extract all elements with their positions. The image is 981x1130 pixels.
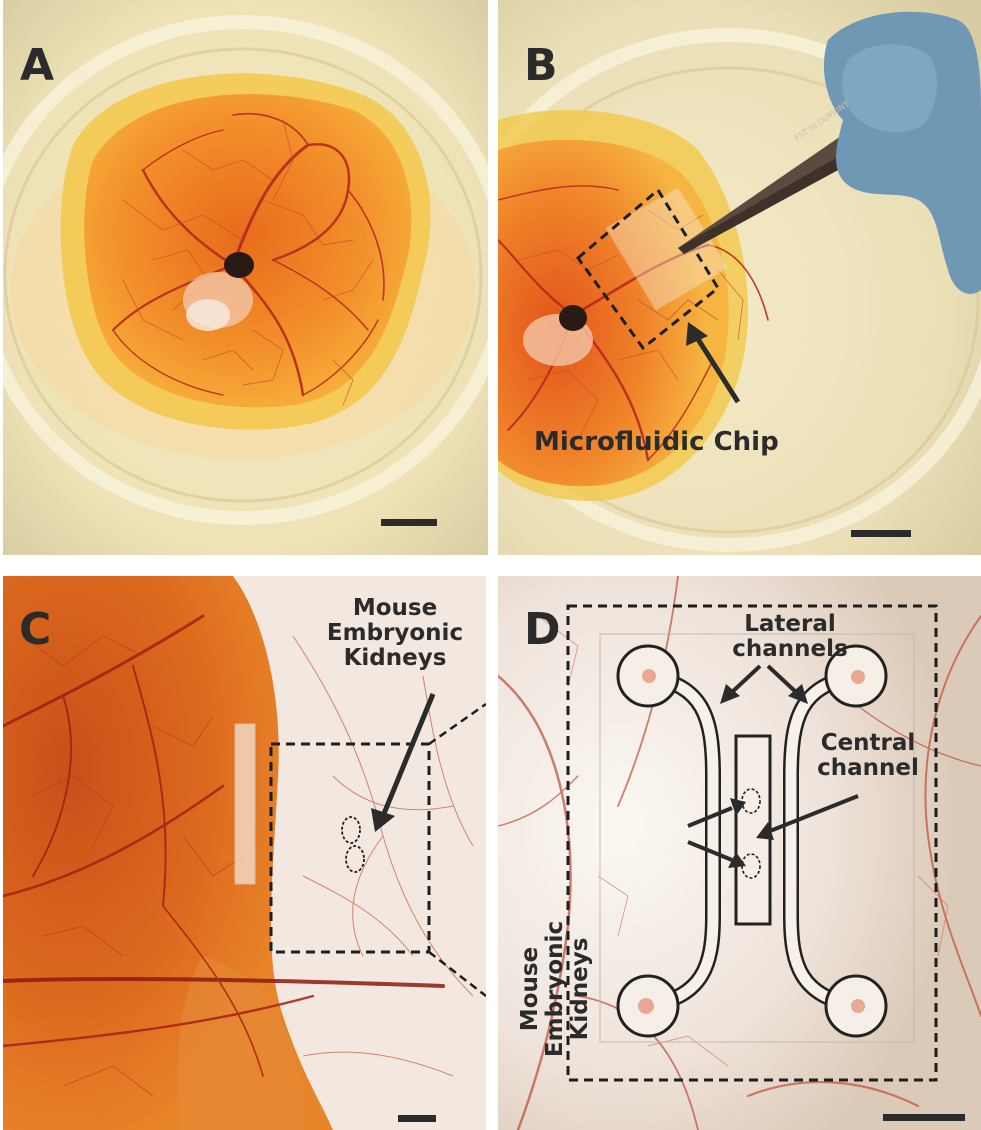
panel-d: D Lateral channels Central channel Mouse… bbox=[498, 576, 981, 1130]
panel-d-embryonic-label: Embryonic bbox=[541, 920, 568, 1058]
panel-b-image bbox=[498, 0, 981, 555]
embryonic-label: Embryonic bbox=[326, 619, 464, 646]
panel-c-image bbox=[3, 576, 486, 1130]
panel-c-scale-bar bbox=[398, 1115, 436, 1122]
panel-d-kidney-label: Mouse Embryonic Kidneys bbox=[517, 914, 593, 1064]
central-channel-label: Central channel bbox=[798, 731, 938, 781]
panel-c-letter: C bbox=[19, 604, 52, 655]
panel-c: C Mouse Embryonic Kidneys bbox=[3, 576, 486, 1130]
panel-b-scale-bar bbox=[851, 530, 911, 537]
panel-c-kidney-label: Mouse Embryonic Kidneys bbox=[325, 596, 465, 670]
panel-d-kidneys-label: Kidneys bbox=[566, 937, 593, 1041]
panel-d-letter: D bbox=[524, 604, 561, 655]
panel-a-letter: A bbox=[20, 40, 55, 91]
lateral-label: Lateral bbox=[744, 611, 836, 637]
panel-b: B Microfluidic Chip FST to DUMONT bbox=[498, 0, 981, 555]
channel-label: channel bbox=[817, 754, 919, 781]
central-label: Central bbox=[820, 730, 916, 756]
panel-b-letter: B bbox=[524, 40, 558, 91]
panel-a-image bbox=[3, 0, 488, 555]
mouse-label: Mouse bbox=[352, 595, 438, 621]
channels-label: channels bbox=[732, 635, 848, 662]
panel-d-scale-bar bbox=[883, 1114, 965, 1121]
kidneys-label: Kidneys bbox=[343, 644, 447, 671]
panel-d-image bbox=[498, 576, 981, 1130]
panel-a: A bbox=[3, 0, 488, 555]
panel-a-scale-bar bbox=[381, 519, 437, 526]
lateral-channels-label: Lateral channels bbox=[720, 612, 860, 662]
microfluidic-chip-label: Microfluidic Chip bbox=[534, 427, 779, 457]
panel-d-mouse-label: Mouse bbox=[517, 946, 543, 1032]
